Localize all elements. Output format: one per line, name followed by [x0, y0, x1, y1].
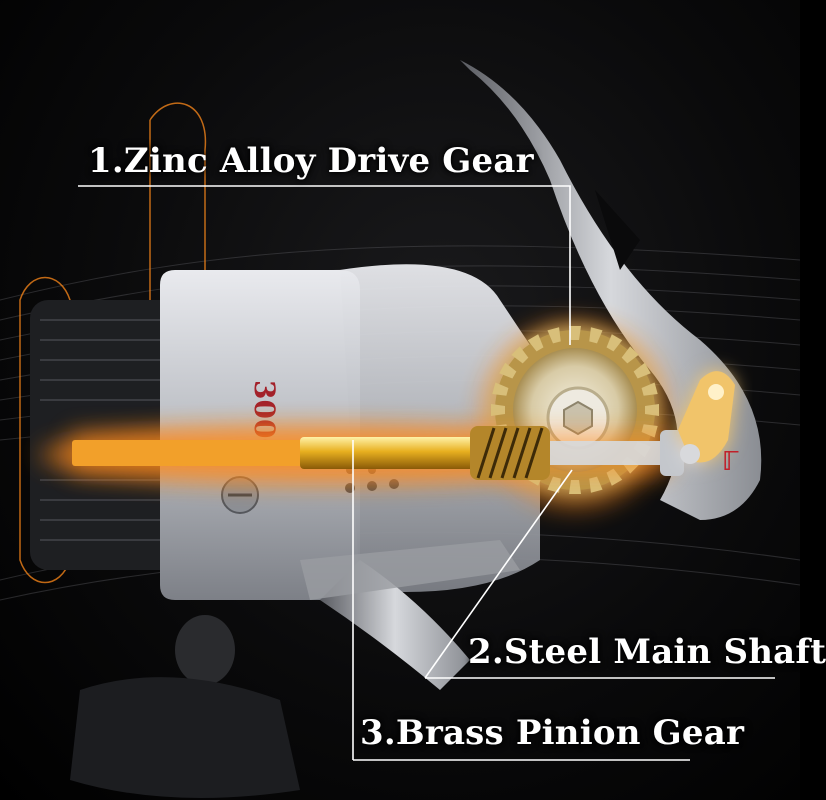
leader-line-main-shaft	[424, 469, 573, 679]
leader-line-drive-gear	[78, 185, 571, 345]
callout-main-shaft: 2.Steel Main Shaft	[468, 632, 826, 672]
callout-pinion-gear: 3.Brass Pinion Gear	[360, 713, 745, 753]
pinion-gear	[470, 426, 550, 480]
reel-arm	[460, 60, 762, 520]
main-shaft	[70, 430, 684, 476]
brand-logo-mark: ℾ	[722, 447, 739, 477]
handle-arm	[70, 540, 520, 798]
crank-knob	[678, 371, 735, 464]
callout-drive-gear: 1.Zinc Alloy Drive Gear	[88, 141, 534, 181]
reel-cutaway-image: 3000	[0, 60, 801, 798]
callout-lines	[78, 185, 775, 761]
